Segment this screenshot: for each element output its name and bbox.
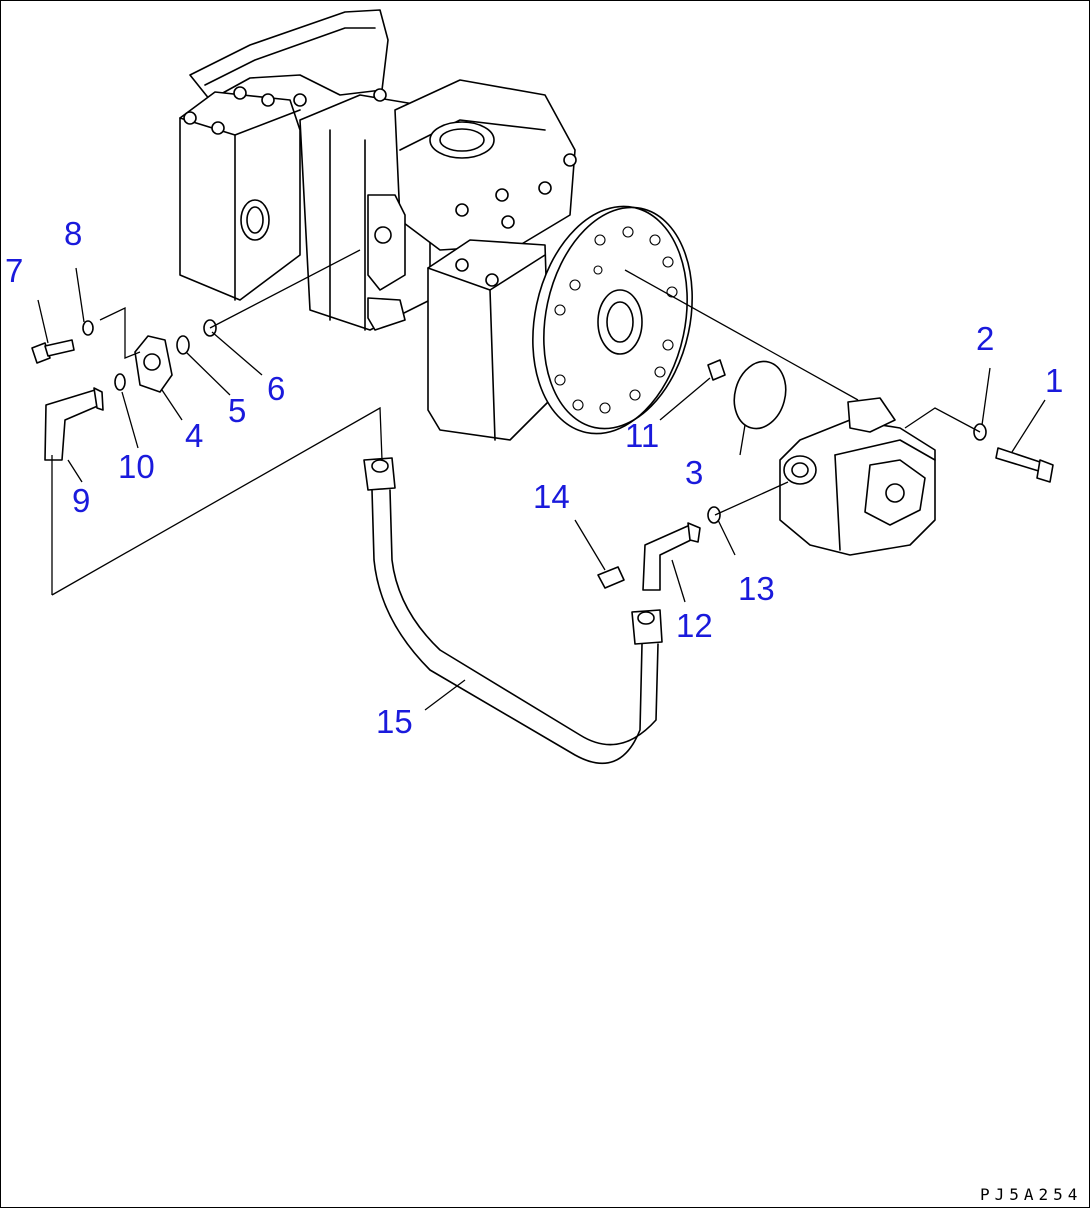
part-label-8: 8 (64, 215, 82, 252)
part-label-1: 1 (1045, 362, 1063, 399)
part-14-plug (597, 566, 625, 589)
part-label-7: 7 (5, 252, 23, 289)
part-number-labels: 1 2 3 4 5 6 7 8 9 10 11 12 13 14 15 (5, 215, 1063, 740)
part-label-4: 4 (185, 417, 203, 454)
leader-lines (37, 249, 1046, 711)
part-label-10: 10 (118, 448, 155, 485)
part-11-dowel (707, 359, 726, 381)
part-8-washer (82, 320, 94, 336)
part-9-elbow (44, 387, 104, 461)
part-label-9: 9 (72, 482, 90, 519)
part-3-o-ring (733, 360, 787, 430)
part-12-elbow (642, 522, 701, 591)
part-4-flange (134, 335, 173, 393)
part-label-11: 11 (625, 417, 659, 454)
drawing-code: PJ5A254 (980, 1185, 1082, 1204)
part-7-bolt (31, 339, 75, 364)
part-label-5: 5 (228, 392, 246, 429)
part-label-12: 12 (676, 607, 713, 644)
part-label-15: 15 (376, 703, 413, 740)
part-label-14: 14 (533, 478, 570, 515)
gear-pump (779, 397, 936, 556)
part-10-o-ring (114, 373, 126, 391)
part-5-o-ring (176, 335, 190, 355)
part-15-hose (363, 457, 663, 765)
part-label-6: 6 (267, 370, 285, 407)
main-pump-assembly (179, 9, 693, 441)
part-label-2: 2 (976, 320, 994, 357)
part-label-3: 3 (685, 454, 703, 491)
part-label-13: 13 (738, 570, 775, 607)
part-1-bolt (995, 447, 1054, 483)
part-13-o-ring (707, 506, 721, 524)
